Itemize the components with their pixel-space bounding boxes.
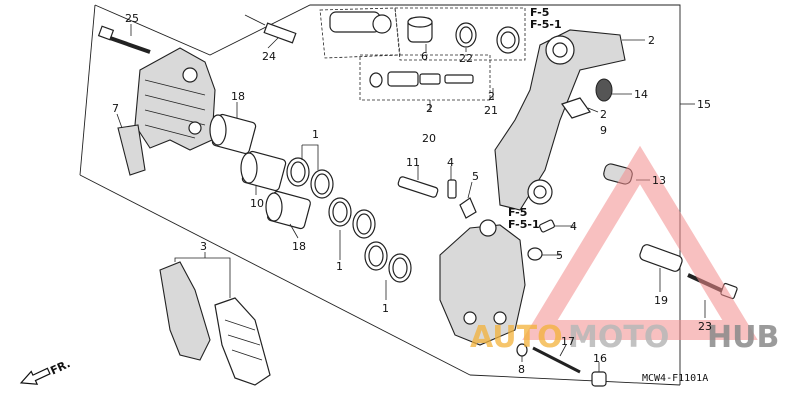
callout-2b: 2 (488, 90, 495, 103)
callout-4b: 4 (570, 220, 577, 233)
callout-14: 14 (634, 88, 648, 101)
bolt-25 (97, 25, 151, 54)
seal-rings (286, 157, 412, 283)
cap-16 (591, 371, 607, 387)
callout-numbers: 25 24 7 18 1 10 18 1 1 3 6 22 2 20 2 21 … (112, 12, 712, 376)
callout-21: 21 (484, 104, 498, 117)
ref-top-f5: F-5 (530, 6, 549, 19)
callout-1c: 1 (382, 302, 389, 315)
pin-17 (532, 346, 581, 374)
callout-20: 20 (422, 132, 436, 145)
watermark-triangle (522, 145, 758, 340)
bleeder-screw-4 (447, 179, 457, 199)
ref-mid-f5: F-5 (508, 206, 527, 219)
pin-24 (244, 14, 297, 44)
pad-retainer-bracket (134, 47, 216, 151)
pin-top (329, 11, 392, 34)
callout-16: 16 (593, 352, 607, 365)
callout-25: 25 (125, 12, 139, 25)
diagram-code: MCW4-F1101A (642, 373, 708, 384)
clip-9 (561, 97, 591, 119)
assembly-frame (79, 4, 681, 386)
callout-17: 17 (561, 335, 575, 348)
callout-4a: 4 (447, 156, 454, 169)
callout-5b: 5 (556, 249, 563, 262)
piston-18-bottom (265, 190, 311, 230)
bushing-14 (595, 78, 613, 102)
callout-22: 22 (459, 52, 473, 65)
callout-24: 24 (262, 50, 276, 63)
watermark-auto: AUTO (470, 320, 563, 355)
brake-pads (159, 261, 271, 386)
bleeder-cap-5b (527, 247, 543, 261)
callout-2a: 2 (426, 102, 433, 115)
reference-labels: F-5 F-5-1 F-5 F-5-1 (508, 6, 562, 231)
callout-3: 3 (200, 240, 207, 253)
callout-19: 19 (654, 294, 668, 307)
callout-18a: 18 (231, 90, 245, 103)
seal-22 (455, 22, 477, 48)
callout-10: 10 (250, 197, 264, 210)
callout-9: 9 (600, 124, 607, 137)
bleeder-screw-4b (539, 219, 555, 233)
front-arrow-icon (19, 367, 51, 385)
callout-15: 15 (697, 98, 711, 111)
callout-18b: 18 (292, 240, 306, 253)
ref-top-f51: F-5-1 (530, 18, 562, 31)
piston-18-top (209, 113, 257, 155)
bleeder-cap-5 (459, 197, 477, 219)
pin-19 (639, 244, 683, 272)
boot-top (496, 26, 520, 54)
callout-2d: 2 (600, 108, 607, 121)
callout-1b: 1 (336, 260, 343, 273)
slide-pin-assembly (369, 71, 474, 88)
ref-mid-f51: F-5-1 (508, 218, 540, 231)
callout-11: 11 (406, 156, 420, 169)
watermark-hub: HUB (707, 320, 779, 355)
front-label: FR. (48, 357, 72, 377)
clip-7 (117, 124, 146, 176)
callout-23: 23 (698, 320, 712, 333)
callout-7: 7 (112, 102, 119, 115)
caliper-body (439, 219, 526, 346)
piston-10 (240, 150, 287, 192)
front-direction-marker: FR. (19, 357, 72, 385)
callout-8: 8 (518, 363, 525, 376)
callout-13: 13 (652, 174, 666, 187)
callout-1a: 1 (312, 128, 319, 141)
callout-2c: 2 (648, 34, 655, 47)
caliper-bracket-arm (494, 29, 626, 211)
callout-5a: 5 (472, 170, 479, 183)
watermark: AUTO MOTO HUB (470, 145, 779, 355)
callout-6: 6 (421, 50, 428, 63)
watermark-moto: MOTO (568, 320, 669, 355)
cap-6 (407, 16, 433, 43)
bleeder-11 (397, 176, 439, 198)
